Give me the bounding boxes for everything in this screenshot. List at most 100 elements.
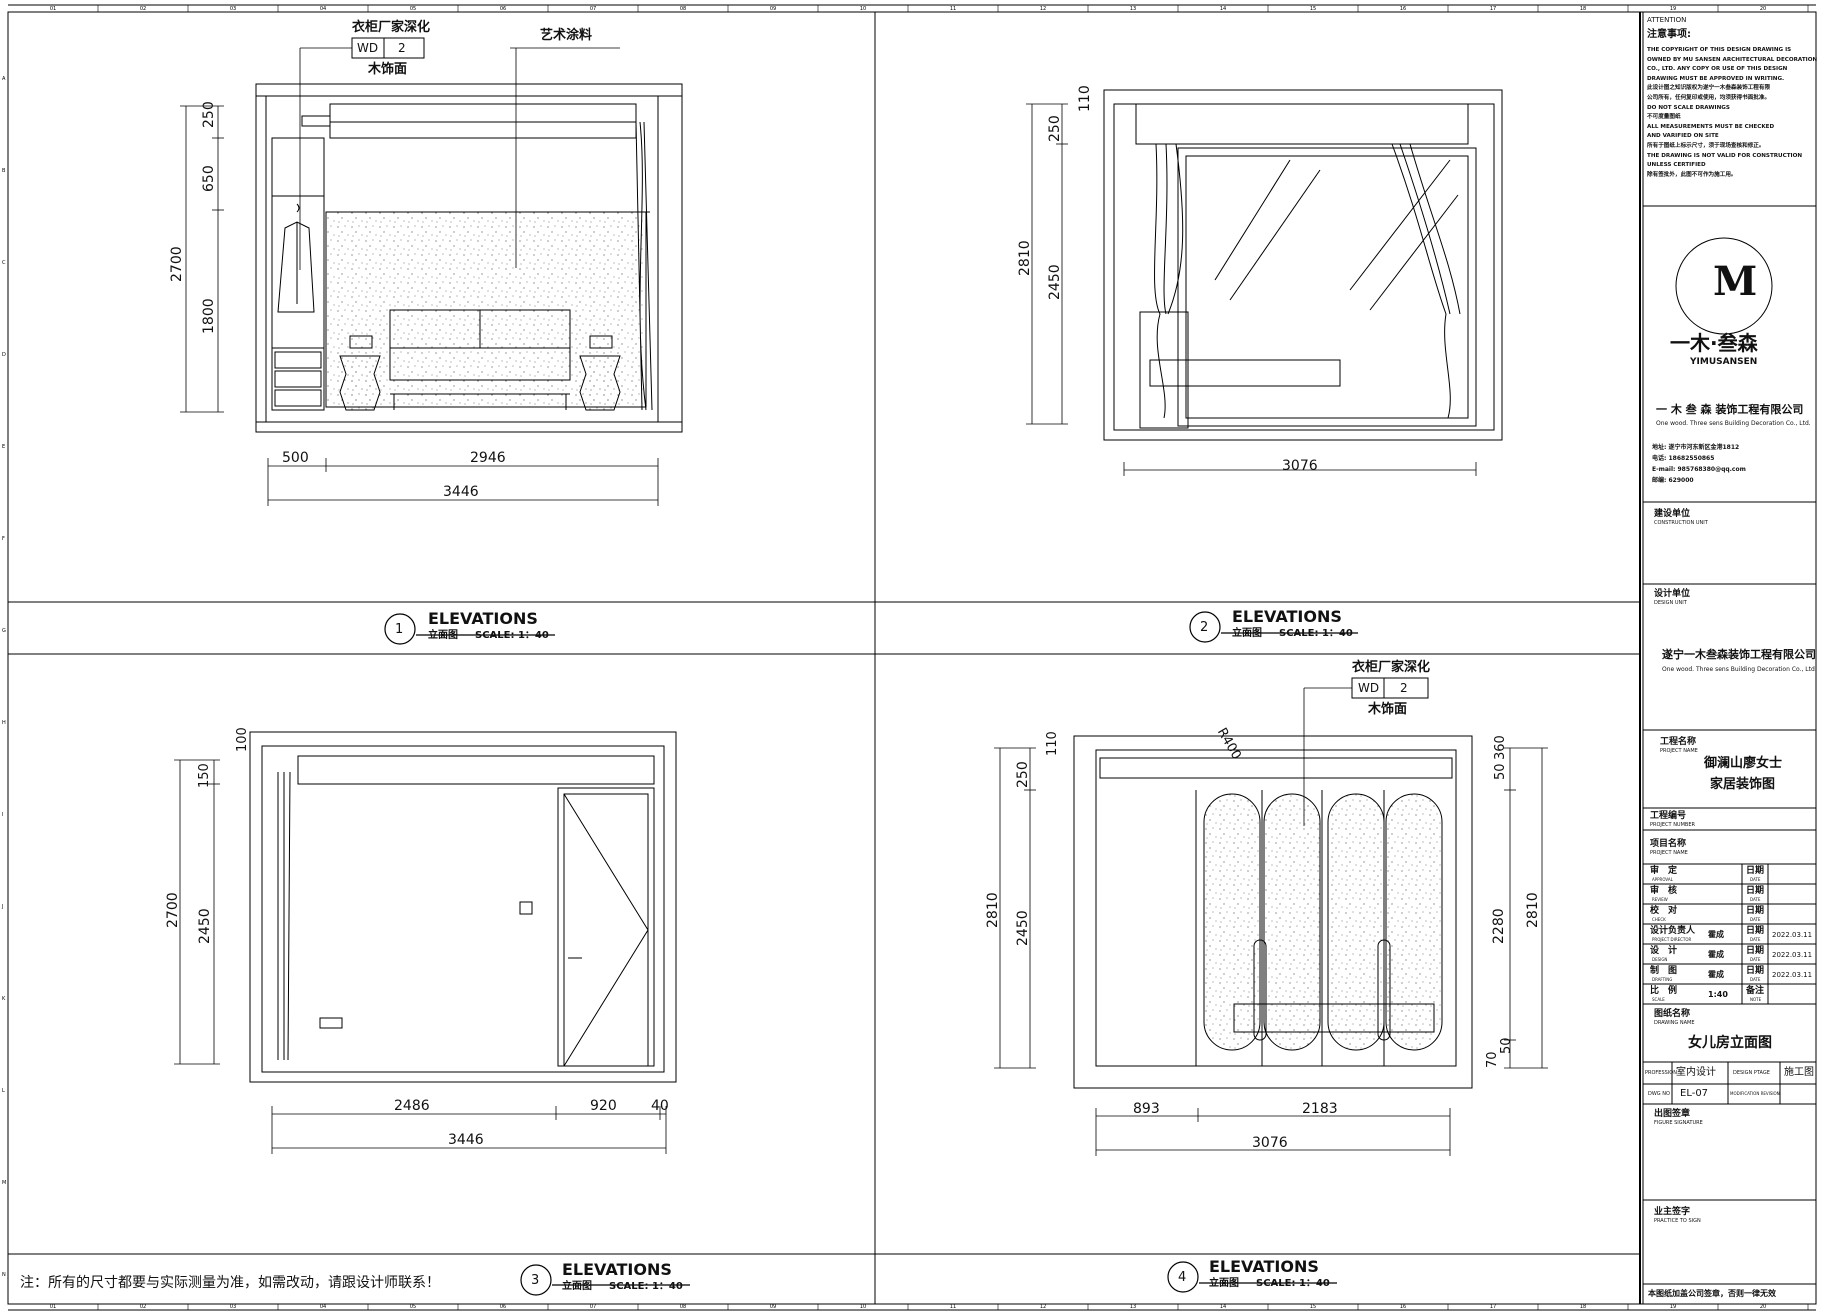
view-scale-1: SCALE: 1：40 [475,630,549,641]
grid-number: 15 [1310,1304,1316,1310]
view-number-4: 4 [1178,1270,1187,1285]
grid-number: 19 [1670,1304,1676,1310]
grid-number: 12 [1040,1304,1046,1310]
attention-note-line: 此设计图之知识版权为遂宁一木叁森装饰工程有限 [1647,85,1771,92]
sign-label-en: FIGURE SIGNATURE [1654,1120,1703,1126]
stage-value: 施工图 [1784,1067,1814,1078]
signoff-role-en: SCALE [1652,997,1665,1002]
project-line-2: 家居装饰图 [1710,777,1776,792]
grid-letter: H [2,720,6,726]
attention-note-line: OWNED BY MU SANSEN ARCHITECTURAL DECORAT… [1647,56,1818,63]
material-code-1: WD [357,41,379,55]
design-unit-en: DESIGN UNIT [1654,600,1687,606]
material-index-4: 2 [1400,681,1408,695]
dim-v4-w-total: 3076 [1252,1135,1288,1151]
signoff-role: 比 例 [1650,986,1678,996]
dim-v1-w-total: 3446 [443,484,479,500]
grid-number: 18 [1580,6,1586,12]
view-number-3: 3 [531,1273,540,1288]
dim-v4-w-left: 893 [1133,1101,1160,1117]
grid-letter: J [1,904,3,910]
item-label-en: PROJECT NAME [1650,850,1688,856]
attention-note-line: 除有签批外，此图不可作为施工用。 [1647,171,1737,178]
grid-number: 17 [1490,6,1496,12]
material-index-1: 2 [398,41,406,55]
contact-line: E-mail: 985768380@qq.com [1652,466,1746,473]
material-name-4: 木饰面 [1368,702,1408,717]
elevation-3 [249,731,677,1083]
grid-letter: G [2,628,6,634]
dwg-no-value: EL-07 [1680,1088,1709,1099]
signoff-role: 制 图 [1650,966,1678,976]
signoff-date-en: DATE [1750,957,1761,962]
attention-note-line: AND VARIFIED ON SITE [1647,133,1719,140]
drawing-name-label: 图纸名称 [1654,1009,1691,1019]
wardrobe-note-1: 衣柜厂家深化 [352,20,431,35]
dim-v3-w-left: 2486 [394,1098,430,1114]
sign-label: 出图签章 [1654,1109,1691,1119]
project-name-label: 工程名称 [1660,737,1697,747]
company-en: One wood. Three sens Building Decoration… [1656,420,1811,427]
signoff-date-label: 日期 [1746,966,1765,976]
signoff-date-en: NOTE [1750,997,1762,1002]
dim-v4-r-b1: 50 [1499,1037,1514,1054]
title-block-grid [1643,205,1816,1285]
signoff-date-label: 日期 [1746,906,1765,916]
construction-unit-en: CONSTRUCTION UNIT [1654,520,1708,526]
elevation-1-dimensions [180,105,659,506]
dim-v2-lower: 2450 [1047,264,1063,300]
dim-v1-upper: 650 [201,165,217,192]
elevation-2-dimensions [1026,103,1477,476]
view-subtitle-1: 立面图 [428,630,458,641]
grid-number: 13 [1130,1304,1136,1310]
view-title-4: ELEVATIONS [1209,1257,1319,1276]
grid-number: 18 [1580,1304,1586,1310]
sheet-frame [7,11,1817,1305]
dim-v2-total: 2810 [1017,240,1033,276]
signoff-date-en: DATE [1750,977,1761,982]
grid-number: 16 [1400,6,1406,12]
grid-number: 04 [320,6,326,12]
paint-label: 艺术涂料 [540,28,593,43]
signoff-date-en: DATE [1750,877,1761,882]
view-scale-2: SCALE: 1：40 [1279,628,1353,639]
elevation-3-dimensions [174,759,667,1154]
dim-v2-upper: 250 [1047,115,1063,142]
grid-number: 10 [860,1304,866,1310]
attention-note-line: 公司所有，任何复印或使用，均须获得书面批准。 [1647,94,1771,101]
grid-letter: A [2,76,6,82]
attention-block: ATTENTION 注意事项: THE COPYRIGHT OF THIS DE… [1643,16,1823,180]
grid-letter: C [2,260,6,266]
dim-v1-lower: 1800 [201,298,217,334]
grid-letter: D [2,352,6,358]
dim-v1-top: 250 [201,101,217,128]
grid-number: 11 [950,1304,956,1310]
grid-letter: E [2,444,5,450]
dwg-no-label: DWG NO [1648,1091,1670,1097]
grid-letter: B [2,168,6,174]
grid-number: 20 [1760,1304,1766,1310]
elevation-1 [255,83,683,433]
grid-letter: L [2,1088,5,1094]
grid-letter: M [2,1180,6,1186]
project-no-label-en: PROJECT NUMBER [1650,822,1695,828]
footer-note: 本图纸加盖公司签章，否则一律无效 [1648,1289,1776,1298]
dim-v3-top: 100 [235,727,250,752]
logo-en: YIMUSANSEN [1690,357,1758,367]
dim-v4-r-total: 2810 [1525,892,1541,928]
signoff-role: 设计负责人 [1650,926,1696,936]
revision-label: MODIFICATION REVISION [1730,1091,1780,1096]
signoff-role-en: DESIGN [1652,957,1668,962]
grid-number: 20 [1760,6,1766,12]
attention-en: ATTENTION [1647,16,1687,24]
callout-leaders [299,47,1352,826]
signoff-date-label: 日期 [1746,926,1765,936]
dim-v4-r-top2: 360 [1493,735,1508,760]
signoff-date-en: DATE [1750,937,1761,942]
grid-number: 04 [320,1304,326,1310]
grid-number: 13 [1130,6,1136,12]
attention-note-line: THE COPYRIGHT OF THIS DESIGN DRAWING IS [1647,47,1792,53]
